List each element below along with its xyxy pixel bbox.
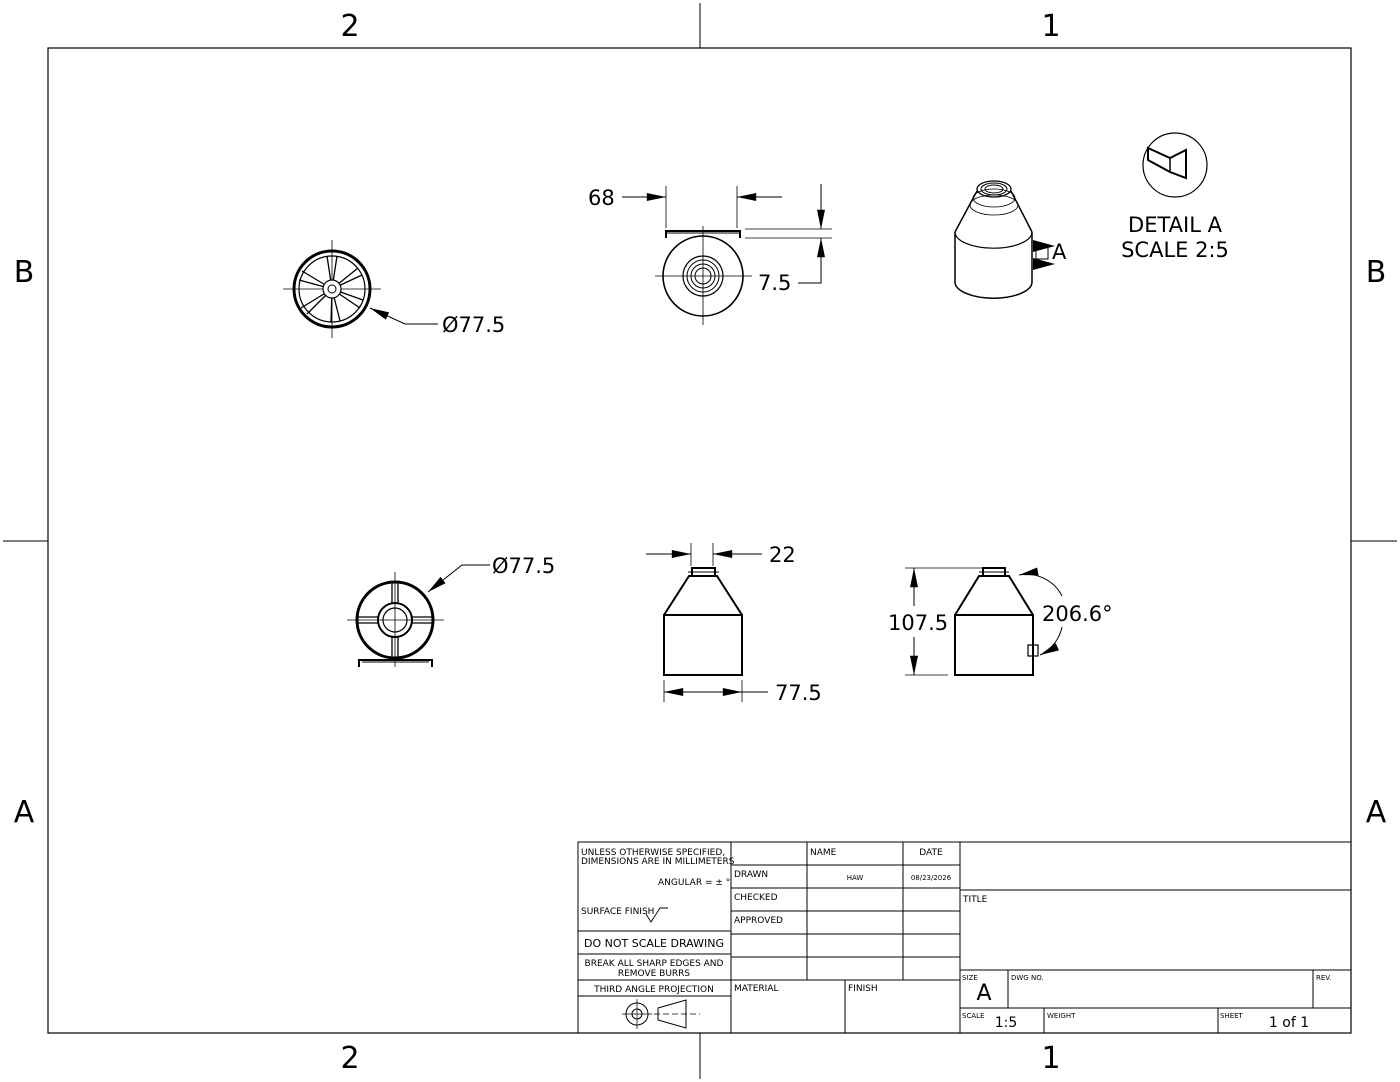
tb-drawn-name: HAW — [847, 874, 864, 882]
detail-marker: A — [1052, 240, 1067, 264]
tb-sheet-label: SHEET — [1220, 1012, 1244, 1020]
tb-col-date: DATE — [919, 848, 943, 858]
tb-size-label: SIZE — [962, 974, 978, 982]
dim-bottom-mid-width: 77.5 — [775, 681, 822, 705]
zone-top-1: 1 — [1041, 9, 1060, 44]
zone-left-a: A — [14, 795, 35, 830]
tb-dwg-no-label: DWG NO. — [1011, 974, 1044, 982]
sheet-border — [3, 3, 1397, 1079]
detail-title: DETAIL A — [1128, 213, 1223, 237]
tb-do-not-scale: DO NOT SCALE DRAWING — [584, 937, 724, 950]
side-view — [905, 567, 1063, 676]
dim-top-mid-thickness: 7.5 — [758, 271, 791, 295]
isometric-view — [954, 180, 1055, 299]
tb-notes-line1: UNLESS OTHERWISE SPECIFIED, — [581, 848, 725, 858]
tb-angular: ANGULAR = ± ° — [658, 878, 730, 888]
zone-bottom-2: 2 — [340, 1041, 359, 1076]
detail-scale: SCALE 2:5 — [1121, 238, 1229, 262]
tb-size-value: A — [976, 981, 991, 1006]
tb-col-name: NAME — [810, 848, 837, 858]
tb-drawn-date: 08/23/2026 — [911, 874, 952, 882]
tb-row-approved: APPROVED — [734, 916, 783, 926]
dim-top-left-diameter: Ø77.5 — [442, 313, 505, 337]
zone-left-b: B — [14, 255, 35, 290]
detail-a-view — [1142, 132, 1208, 198]
tb-scale-value: 1:5 — [995, 1015, 1018, 1031]
dim-top-mid-width: 68 — [588, 186, 615, 210]
zone-right-b: B — [1366, 255, 1387, 290]
tb-row-drawn: DRAWN — [734, 870, 768, 880]
tb-rev-label: REV. — [1316, 974, 1331, 982]
top-left-wheel-view — [283, 240, 438, 338]
tb-projection: THIRD ANGLE PROJECTION — [593, 985, 714, 995]
tb-weight-label: WEIGHT — [1047, 1012, 1076, 1020]
dim-bottom-right-angle: 206.6° — [1042, 602, 1113, 626]
front-view — [646, 543, 768, 702]
top-mid-view — [622, 184, 832, 325]
bottom-left-view — [347, 564, 490, 667]
tb-scale-label: SCALE — [962, 1012, 984, 1020]
tb-notes-line2: DIMENSIONS ARE IN MILLIMETERS — [581, 857, 735, 867]
tb-row-checked: CHECKED — [734, 893, 778, 903]
zone-top-2: 2 — [340, 9, 359, 44]
tb-surface-finish: SURFACE FINISH — [581, 907, 654, 917]
tb-sheet-value: 1 of 1 — [1269, 1015, 1309, 1031]
title-block — [577, 841, 1352, 1034]
zone-right-a: A — [1366, 795, 1387, 830]
dim-bottom-left-diameter: Ø77.5 — [492, 554, 555, 578]
dim-bottom-mid-top-width: 22 — [769, 543, 796, 567]
tb-finish-label: FINISH — [848, 984, 878, 994]
tb-material-label: MATERIAL — [734, 984, 779, 994]
tb-title-label: TITLE — [962, 895, 988, 905]
dim-bottom-right-height: 107.5 — [888, 611, 948, 635]
zone-bottom-1: 1 — [1041, 1041, 1060, 1076]
tb-break-edges-2: REMOVE BURRS — [618, 969, 691, 979]
tb-break-edges-1: BREAK ALL SHARP EDGES AND — [585, 959, 724, 969]
